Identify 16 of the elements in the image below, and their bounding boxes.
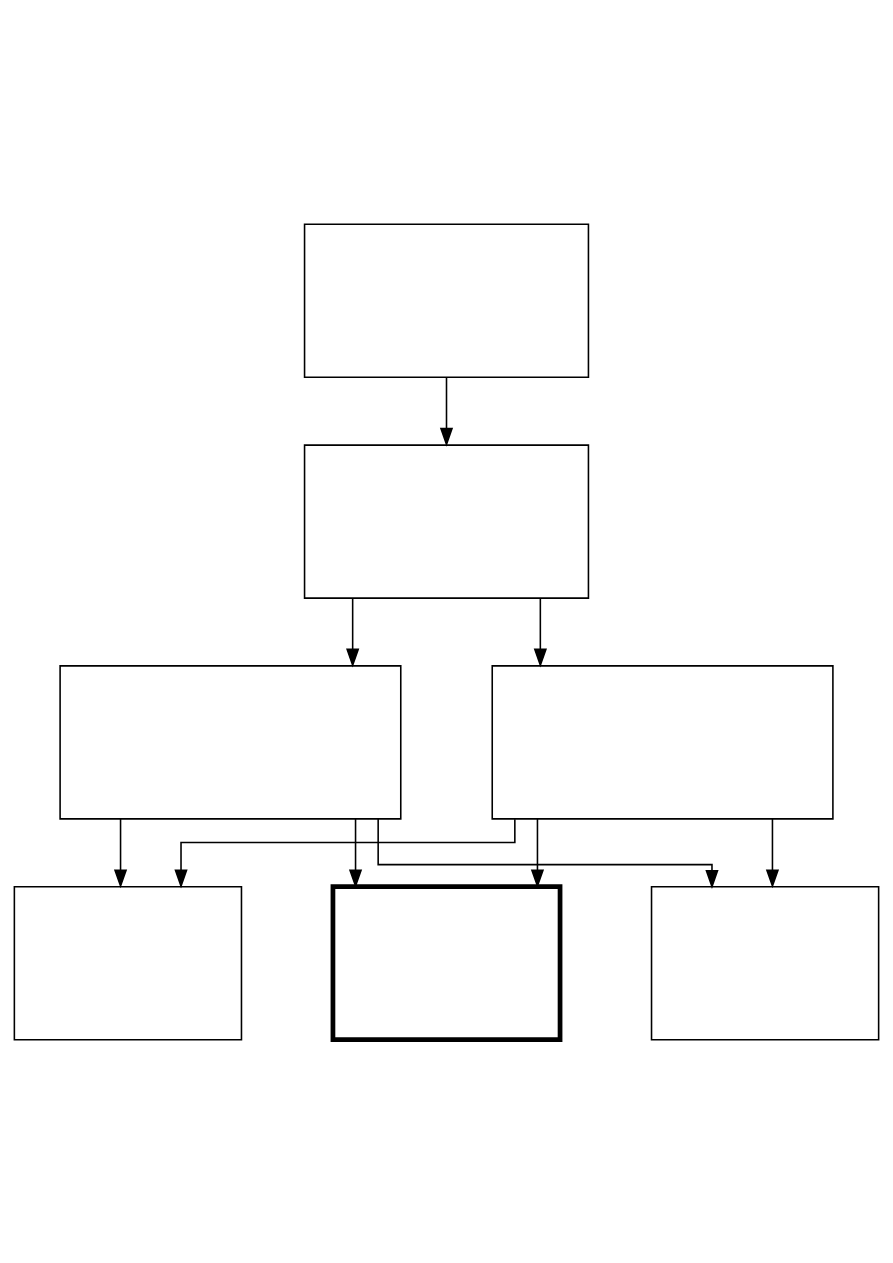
node-box [491,664,834,820]
node-box [330,883,563,1042]
arrow [439,376,454,447]
arrow [348,817,363,888]
arrow [533,596,547,668]
arrow [113,817,128,888]
arrow [346,596,360,668]
node-box [59,664,402,820]
arrow [530,817,545,888]
node-box [303,443,590,599]
arrow [765,817,780,888]
node-box [650,885,880,1040]
node-box [303,223,590,378]
arrow [174,818,516,888]
node-box [13,885,243,1040]
arrow [377,817,719,889]
